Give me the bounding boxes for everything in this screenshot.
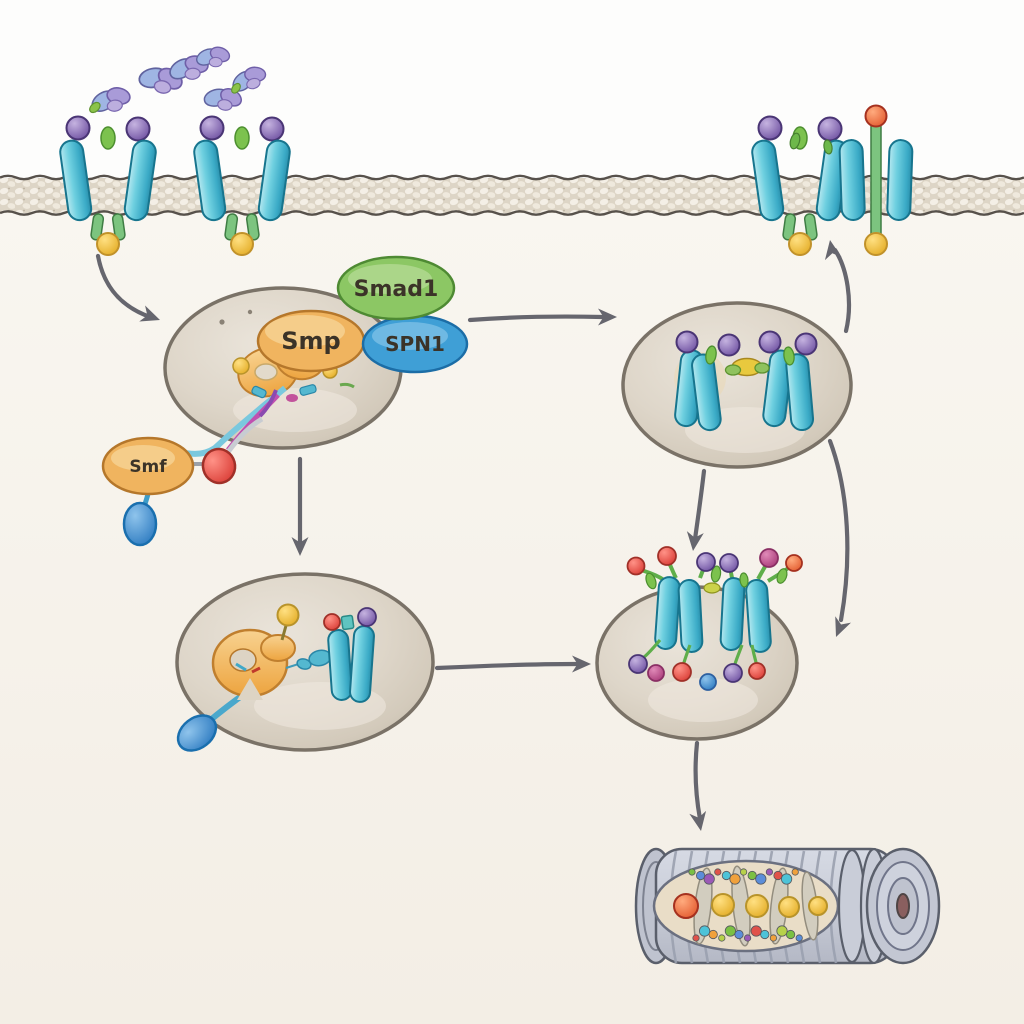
substrate-ball	[778, 896, 800, 918]
confetti-dot	[769, 934, 778, 942]
arrow-endosome-to-recycling	[467, 314, 605, 323]
red-subunit	[201, 447, 237, 485]
ubiquitinated-receptors	[626, 546, 803, 653]
vesicle-upper-right	[621, 301, 853, 469]
confetti-dot	[692, 934, 700, 942]
protein-labels: Smp SPN1 Smad1	[256, 255, 469, 374]
cargo-receptor	[285, 607, 377, 703]
confetti-dot	[795, 934, 803, 942]
confetti-dot	[760, 929, 770, 940]
confetti-dot	[755, 873, 767, 885]
confetti-dot	[703, 873, 715, 885]
proteasome-right-cap	[865, 847, 941, 965]
substrate-ball	[745, 894, 769, 918]
vesicle-lower-left	[175, 572, 435, 752]
blue-protein-highlight	[372, 322, 448, 350]
confetti-dot	[791, 868, 799, 876]
substrate-ball	[808, 896, 828, 916]
confetti-dot	[765, 868, 774, 876]
substrate-ball	[673, 893, 699, 919]
confetti-dot	[729, 873, 741, 885]
confetti-dot	[698, 925, 711, 937]
blue-teardrop	[122, 501, 158, 547]
confetti-dot	[714, 868, 722, 876]
confetti-dot	[747, 870, 757, 881]
substrate-ball	[711, 893, 735, 917]
confetti-dot	[743, 934, 752, 942]
arrow-to-proteasome	[693, 740, 703, 822]
confetti-dot	[734, 929, 744, 940]
green-protein-highlight	[348, 264, 432, 294]
arrow-sorting-to-late	[434, 661, 580, 671]
vesicle-lower-right	[595, 546, 803, 741]
confetti-dot	[688, 868, 696, 876]
orange-protein-highlight	[265, 315, 345, 347]
confetti-dot	[724, 925, 737, 937]
ubiquitin-ligase-complex	[211, 603, 300, 700]
confetti-dot	[718, 934, 726, 942]
confetti-dot	[739, 868, 748, 876]
lumen-ubiquitin-balls	[628, 638, 766, 691]
blue-protein-label: SPN1	[385, 332, 445, 356]
adaptor-protein-label: Smf	[129, 457, 167, 477]
confetti-dot	[776, 925, 788, 937]
confetti-dot	[785, 929, 796, 940]
confetti-dot	[695, 870, 706, 881]
confetti-dot	[721, 870, 732, 881]
confetti-dot	[780, 873, 793, 885]
arrow-recycling-to-late	[692, 468, 707, 542]
proteasome-barrel	[634, 847, 941, 965]
adaptor-complex: Smf	[101, 416, 264, 547]
green-protein-label: Smad1	[354, 277, 439, 302]
arrow-internalization	[95, 253, 153, 320]
receptor-pairs-in-vesicle	[674, 330, 818, 432]
confetti-dot	[773, 870, 783, 881]
arrow-curved-right	[827, 438, 850, 623]
confetti-dot	[750, 925, 762, 937]
orange-protein-label: Smp	[281, 327, 340, 355]
blue-teardrop	[176, 714, 218, 752]
green-accents-right	[789, 132, 833, 155]
confetti-dot	[708, 929, 718, 940]
proteasome-pore	[896, 893, 910, 919]
proteasome-cutaway	[652, 859, 840, 953]
endosome-highlight	[233, 388, 357, 432]
